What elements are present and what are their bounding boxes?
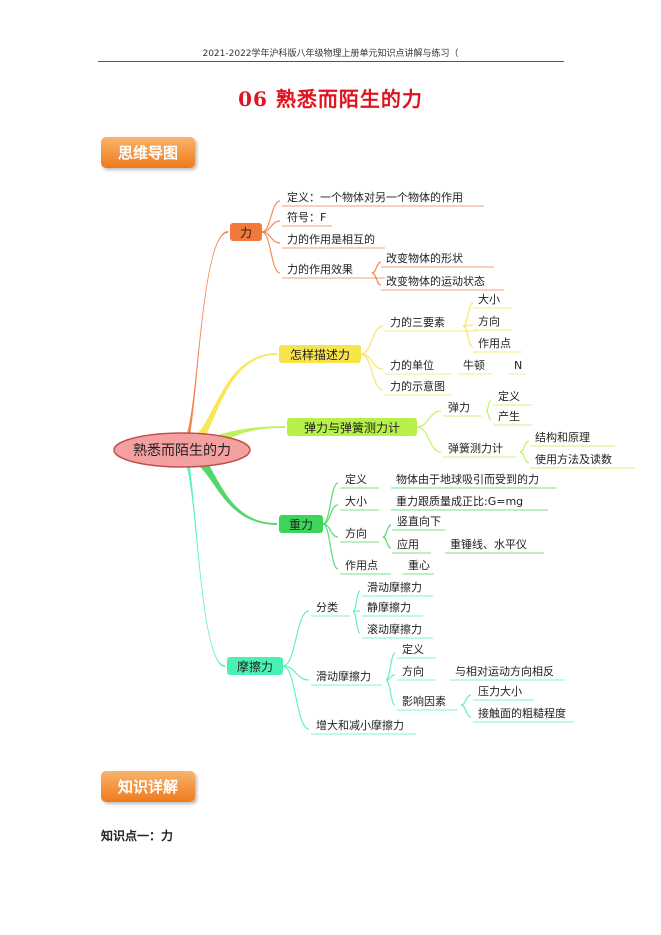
branch-curve-1 <box>182 353 277 459</box>
branch-2-item-0: 弹力 <box>448 400 470 414</box>
branch-0-link-4 <box>371 261 382 274</box>
branch-3-item-0: 定义 <box>345 472 367 486</box>
branch-4-item-9: 压力大小 <box>478 684 522 698</box>
branch-3-link-1 <box>322 504 339 525</box>
branch-3-link-5 <box>382 536 392 549</box>
branch-2-link-3 <box>485 410 492 421</box>
branch-3-item-2: 大小 <box>345 494 367 508</box>
branch-4-link-1 <box>282 665 310 681</box>
branch-3-item-1: 物体由于地球吸引而受到的力 <box>396 472 539 486</box>
branch-4-item-1: 滑动摩擦力 <box>367 580 422 594</box>
branch-3-item-7: 重锤线、水平仪 <box>450 537 527 551</box>
branch-1-link-1 <box>360 353 384 370</box>
branch-1-item-5: 牛顿 <box>463 358 485 372</box>
branch-0-item-0: 定义：一个物体对另一个物体的作用 <box>287 190 463 204</box>
branch-4-item-3: 滚动摩擦力 <box>367 622 422 636</box>
branch-4-link-2 <box>282 665 310 730</box>
root-node-label: 熟悉而陌生的力 <box>133 443 231 459</box>
branch-curve-0 <box>182 231 228 459</box>
branch-2-link-0 <box>416 410 442 428</box>
branch-1-item-1: 大小 <box>478 292 500 306</box>
branch-1-link-3 <box>462 302 474 327</box>
page-header: 2021-2022学年沪科版八年级物理上册单元知识点讲解与练习（ <box>202 49 459 59</box>
knowledge-point-heading: 知识点一：力 <box>101 829 174 843</box>
branch-1-item-3: 作用点 <box>478 337 511 350</box>
knowledge-badge: 知识详解 <box>101 771 195 802</box>
branch-3-item-9: 重心 <box>408 558 430 572</box>
branch-4-item-11: 增大和减小摩擦力 <box>316 718 404 732</box>
branch-3-link-4 <box>382 524 392 538</box>
branch-2-item-4: 结构和原理 <box>535 430 590 444</box>
branch-4-item-2: 静摩擦力 <box>367 600 411 614</box>
branch-1-link-2 <box>360 353 384 391</box>
branch-1-link-0 <box>360 325 384 355</box>
branch-3-item-4: 方向 <box>345 526 367 540</box>
root-node <box>113 432 251 468</box>
branch-0-item-1: 符号：F <box>287 211 326 224</box>
branch-3-link-0 <box>322 482 339 525</box>
branch-2-item-3: 弹簧测力计 <box>448 441 503 455</box>
branch-0-item-4: 改变物体的形状 <box>386 251 463 265</box>
branch-node-label-3: 重力 <box>289 518 313 532</box>
branch-1-item-6: N <box>514 359 522 372</box>
branch-node-3 <box>279 515 323 533</box>
branch-4-item-0: 分类 <box>316 600 338 614</box>
branch-1-link-5 <box>462 325 474 348</box>
branch-2-link-2 <box>485 399 492 412</box>
branch-1-item-7: 力的示意图 <box>390 379 445 393</box>
branch-node-label-0: 力 <box>240 226 252 240</box>
branch-0-link-3 <box>261 231 281 274</box>
branch-0-item-2: 力的作用是相互的 <box>287 232 375 246</box>
branch-node-2 <box>287 418 417 436</box>
branch-4-item-6: 方向 <box>402 664 424 678</box>
branch-4-item-7: 与相对运动方向相反 <box>455 664 554 678</box>
branch-node-label-2: 弹力与弹簧测力计 <box>304 420 400 435</box>
branch-2-item-5: 使用方法及读数 <box>535 452 612 466</box>
page-title: 06 熟悉而陌生的力 <box>238 87 423 111</box>
branch-2-link-5 <box>519 451 530 464</box>
branch-4-link-3 <box>352 590 361 612</box>
branch-node-0 <box>230 223 262 241</box>
branch-1-item-0: 力的三要素 <box>390 315 445 329</box>
branch-node-label-1: 怎样描述力 <box>290 347 350 362</box>
branch-3-item-3: 重力跟质量成正比:G=mg <box>396 494 523 508</box>
branch-4-link-5 <box>352 610 361 634</box>
branch-4-link-7 <box>385 674 396 681</box>
branch-4-item-4: 滑动摩擦力 <box>316 669 371 683</box>
branch-4-link-9 <box>460 694 472 706</box>
branch-2-item-2: 产生 <box>498 409 520 423</box>
branch-3-item-5: 竖直向下 <box>397 514 441 528</box>
branch-3-link-3 <box>322 523 339 570</box>
branch-4-item-5: 定义 <box>402 642 424 656</box>
branch-4-link-10 <box>460 704 472 718</box>
branch-4-link-6 <box>385 652 396 681</box>
branch-node-1 <box>279 345 361 363</box>
branch-node-label-4: 摩擦力 <box>237 659 273 674</box>
header-rule <box>98 61 564 62</box>
mindmap-badge: 思维导图 <box>101 137 195 168</box>
branch-1-item-4: 力的单位 <box>390 358 434 372</box>
branch-2-link-1 <box>416 426 442 453</box>
branch-node-4 <box>227 657 283 675</box>
branch-1-item-2: 方向 <box>478 314 500 328</box>
branch-0-link-5 <box>371 272 382 286</box>
branch-curve-4 <box>182 441 225 667</box>
branch-4-item-10: 接触面的粗糙程度 <box>478 706 566 720</box>
branch-2-item-1: 定义 <box>498 389 520 403</box>
branch-0-item-3: 力的作用效果 <box>287 262 353 276</box>
branch-2-link-4 <box>519 440 530 453</box>
branch-3-item-6: 应用 <box>397 537 419 551</box>
branch-4-link-8 <box>385 679 396 706</box>
branch-4-link-0 <box>282 610 310 667</box>
branch-4-item-8: 影响因素 <box>402 695 446 708</box>
branch-3-item-8: 作用点 <box>345 559 378 572</box>
branch-0-item-5: 改变物体的运动状态 <box>386 274 485 288</box>
